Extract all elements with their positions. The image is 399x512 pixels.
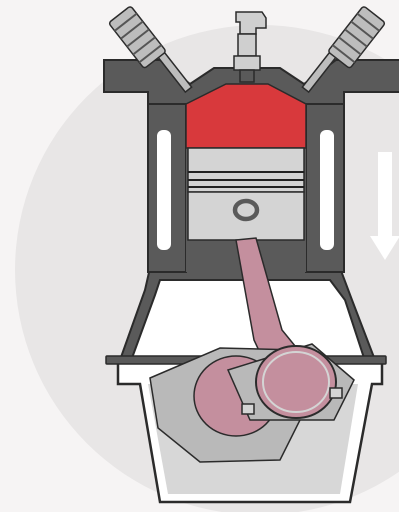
cylinder-jacket-left bbox=[157, 130, 171, 250]
rod-big-end-bearing bbox=[256, 346, 336, 418]
rod-bolt-right bbox=[330, 388, 342, 398]
piston bbox=[188, 148, 304, 240]
rod-bolt-left bbox=[242, 404, 254, 414]
cylinder-jacket-right bbox=[320, 130, 334, 250]
